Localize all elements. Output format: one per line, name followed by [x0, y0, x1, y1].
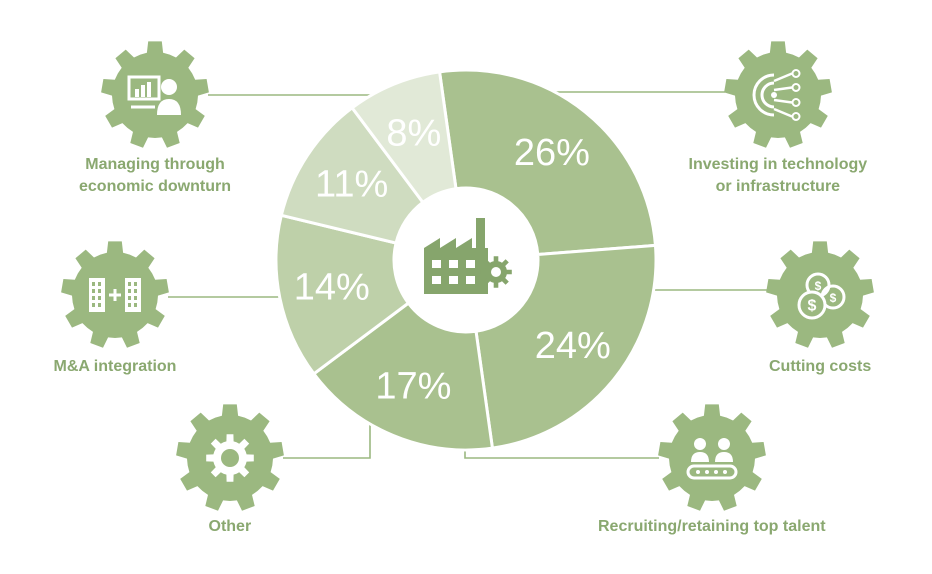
- category-label: Recruiting/retaining top talent: [598, 516, 826, 538]
- svg-text:$: $: [808, 298, 817, 315]
- category-label-line: Managing through: [85, 156, 225, 173]
- coins-icon: $ $ $: [766, 241, 874, 348]
- slice-value-label: 11%: [315, 164, 388, 206]
- slice-value-label: 14%: [294, 267, 370, 309]
- category-label-line: Cutting costs: [769, 358, 872, 375]
- category-label-line: Investing in technology: [688, 156, 868, 173]
- category-label: M&A integration: [54, 356, 177, 378]
- svg-text:$: $: [830, 291, 837, 305]
- pie-slice: [274, 213, 410, 376]
- pie-slice: [312, 301, 494, 452]
- slice-value-label: 8%: [386, 112, 441, 154]
- slice-value-label: 26%: [514, 132, 590, 174]
- slice-value-label: 17%: [375, 365, 451, 407]
- category-label: Managing through economic downturn: [79, 154, 231, 198]
- conveyor-people-icon: [658, 404, 766, 511]
- slice-value-label: 24%: [535, 325, 611, 367]
- svg-text:$: $: [815, 279, 822, 293]
- circuit-brain-icon: [724, 41, 832, 148]
- factory-icon: [424, 218, 512, 294]
- pie-slice: [474, 243, 658, 450]
- category-label: Investing in technology or infrastructure: [689, 154, 868, 198]
- category-label: Cutting costs: [769, 356, 871, 378]
- gear-icon: [176, 404, 284, 511]
- pie-slice: [438, 68, 657, 256]
- pie-slice: [350, 70, 458, 204]
- category-label-line: M&A integration: [53, 358, 177, 375]
- buildings-merge-icon: [61, 241, 169, 348]
- category-label-line: or infrastructure: [715, 178, 841, 195]
- presentation-user-icon: [101, 41, 209, 148]
- category-label-line: Recruiting/retaining top talent: [598, 518, 826, 535]
- category-label-line: Other: [208, 518, 252, 535]
- category-label: Other: [209, 516, 252, 538]
- category-label-line: economic downturn: [79, 178, 231, 195]
